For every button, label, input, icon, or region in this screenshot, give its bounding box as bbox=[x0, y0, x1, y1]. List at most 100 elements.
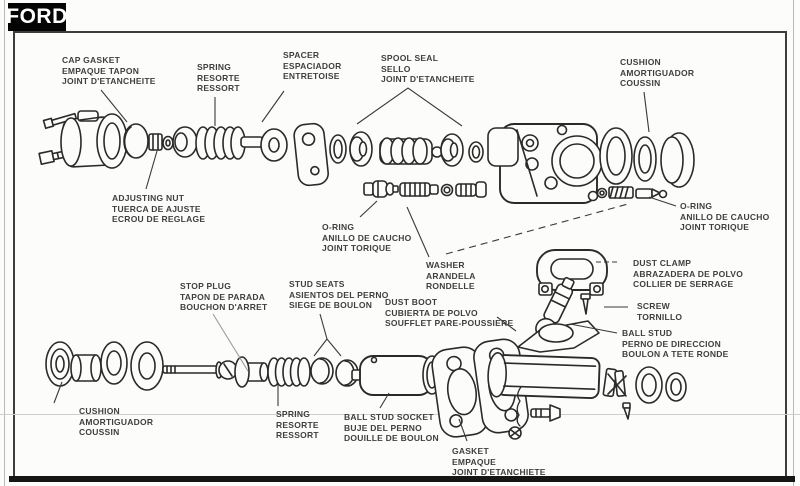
part-valve-housing bbox=[487, 123, 603, 204]
label-line: CAP GASKET bbox=[62, 55, 121, 65]
label-line: COLLIER DE SERRAGE bbox=[633, 279, 734, 290]
part-screw-small bbox=[580, 293, 591, 315]
label-stud-seats: STUD SEATS ASIENTOS DEL PERNO SIEGE DE B… bbox=[289, 279, 389, 311]
label-line: AMORTIGUADOR bbox=[79, 416, 154, 427]
part-stop-rod bbox=[162, 360, 238, 380]
label-line: ANILLO DE CAUCHO bbox=[322, 232, 412, 243]
leader-ball-stud bbox=[569, 323, 618, 334]
scan-artifact-line bbox=[0, 414, 800, 415]
part-adjusting-nut bbox=[148, 133, 163, 151]
leader-dust-boot bbox=[496, 316, 517, 332]
frame-left-border bbox=[13, 31, 15, 477]
label-line: ESPACIADOR bbox=[283, 60, 342, 71]
label-line: BALL STUD bbox=[622, 328, 673, 338]
frame-right-border bbox=[785, 31, 787, 477]
part-valve-shaft bbox=[240, 136, 264, 148]
label-line: BOULON A TETE RONDE bbox=[622, 349, 729, 360]
part-spacer-plate bbox=[293, 122, 329, 187]
label-line: JOINT D'ETANCHIETE bbox=[452, 467, 546, 478]
part-spool-seals-right bbox=[440, 133, 484, 167]
part-valve-fitting-left bbox=[363, 180, 399, 198]
part-valve-cap-housing bbox=[60, 110, 128, 169]
leader-spacer bbox=[261, 90, 285, 123]
label-dust-clamp: DUST CLAMP ABRAZADERA DE POLVO COLLIER D… bbox=[633, 258, 743, 290]
label-stop-plug: STOP PLUG TAPON DE PARADA BOUCHON D'ARRE… bbox=[180, 281, 267, 313]
leader-o-ring-right bbox=[648, 196, 677, 207]
part-o-ring-right bbox=[596, 187, 608, 199]
leader-lines bbox=[53, 87, 677, 442]
label-line: O-RING bbox=[680, 201, 713, 211]
label-line: EMPAQUE bbox=[452, 456, 497, 467]
leader-washer bbox=[406, 206, 430, 258]
label-line: RESSORT bbox=[197, 83, 240, 94]
label-line: SPRING bbox=[276, 409, 311, 419]
label-line: BALL STUD SOCKET bbox=[344, 412, 434, 422]
label-line: RESORTE bbox=[276, 419, 319, 430]
label-o-ring-right: O-RING ANILLO DE CAUCHO JOINT TORIQUE bbox=[680, 201, 769, 233]
leader-gasket bbox=[458, 418, 468, 442]
label-line: ENTRETOISE bbox=[283, 71, 340, 82]
label-line: TAPON DE PARADA bbox=[180, 291, 266, 302]
label-line: SCREW bbox=[637, 301, 670, 311]
label-spool-seal: SPOOL SEAL SELLO JOINT D'ETANCHEITE bbox=[381, 53, 475, 85]
part-cushion-group-lower bbox=[45, 341, 164, 391]
label-adjusting-nut: ADJUSTING NUT TUERCA DE AJUSTE ECROU DE … bbox=[112, 193, 205, 225]
label-screw: SCREW TORNILLO bbox=[637, 301, 682, 322]
label-line: ANILLO DE CAUCHO bbox=[680, 211, 770, 222]
part-spring-lower bbox=[267, 357, 311, 387]
part-o-ring-small bbox=[440, 183, 454, 197]
label-spring-upper: SPRING RESORTE RESSORT bbox=[197, 62, 240, 94]
label-line: SIEGE DE BOULON bbox=[289, 300, 373, 311]
leader-adjusting-nut bbox=[145, 150, 158, 190]
label-washer: WASHER ARANDELA RONDELLE bbox=[426, 260, 476, 292]
label-cap-gasket: CAP GASKET EMPAQUE TAPON JOINT D'ETANCHE… bbox=[62, 55, 156, 87]
part-spring-upper bbox=[195, 126, 246, 160]
part-spring-screw bbox=[608, 186, 668, 199]
label-line: AMORTIGUADOR bbox=[620, 67, 695, 78]
label-line: TORNILLO bbox=[637, 311, 683, 322]
label-spacer: SPACER ESPACIADOR ENTRETOISE bbox=[283, 50, 342, 82]
frame-top-border bbox=[13, 31, 787, 33]
part-cushion-rings-upper bbox=[599, 127, 695, 188]
part-lower-housing bbox=[487, 352, 687, 404]
part-dust-boot bbox=[517, 320, 600, 353]
part-spool-valve bbox=[379, 137, 443, 165]
label-line: COUSSIN bbox=[79, 427, 120, 438]
label-line: BUJE DEL PERNO bbox=[344, 422, 422, 433]
label-line: ASIENTOS DEL PERNO bbox=[289, 289, 389, 300]
leader-spool-seal-fork bbox=[356, 87, 463, 127]
label-line: CUBIERTA DE POLVO bbox=[385, 307, 478, 318]
part-retainer-cup bbox=[172, 126, 198, 158]
leader-o-ring-left bbox=[359, 200, 378, 218]
label-line: CUSHION bbox=[620, 57, 661, 67]
ford-logo-text: FORD bbox=[6, 5, 68, 28]
label-line: JOINT D'ETANCHEITE bbox=[381, 74, 475, 85]
leader-cushion-upper bbox=[643, 91, 650, 133]
label-line: WASHER bbox=[426, 260, 465, 270]
label-line: SPACER bbox=[283, 50, 320, 60]
label-ball-stud: BALL STUD PERNO DE DIRECCION BOULON A TE… bbox=[622, 328, 729, 360]
frame-outer-left-line bbox=[4, 0, 5, 486]
leader-washer-dashed bbox=[445, 203, 629, 255]
leader-cap-gasket bbox=[100, 89, 128, 123]
leader-cushion-lower bbox=[53, 381, 63, 404]
label-line: CUSHION bbox=[79, 406, 120, 416]
label-line: SPOOL SEAL bbox=[381, 53, 439, 63]
label-line: EMPAQUE TAPON bbox=[62, 65, 140, 76]
label-line: DOUILLE DE BOULON bbox=[344, 433, 439, 444]
label-line: TUERCA DE AJUSTE bbox=[112, 203, 201, 214]
label-cushion-upper: CUSHION AMORTIGUADOR COUSSIN bbox=[620, 57, 694, 89]
label-line: PERNO DE DIRECCION bbox=[622, 338, 721, 349]
part-valve-fitting-ribbed bbox=[399, 182, 439, 197]
label-ball-stud-socket: BALL STUD SOCKET BUJE DEL PERNO DOUILLE … bbox=[344, 412, 439, 444]
label-line: RESSORT bbox=[276, 430, 319, 441]
part-ball-stud-socket bbox=[351, 355, 442, 396]
label-line: SELLO bbox=[381, 63, 411, 74]
part-stop-plug bbox=[234, 356, 269, 388]
frame-outer-right-line bbox=[793, 0, 794, 486]
part-cap-gasket bbox=[123, 123, 149, 159]
part-washer-large-upper bbox=[260, 128, 288, 162]
part-valve-fitting-right bbox=[455, 181, 487, 198]
label-line: SPRING bbox=[197, 62, 232, 72]
